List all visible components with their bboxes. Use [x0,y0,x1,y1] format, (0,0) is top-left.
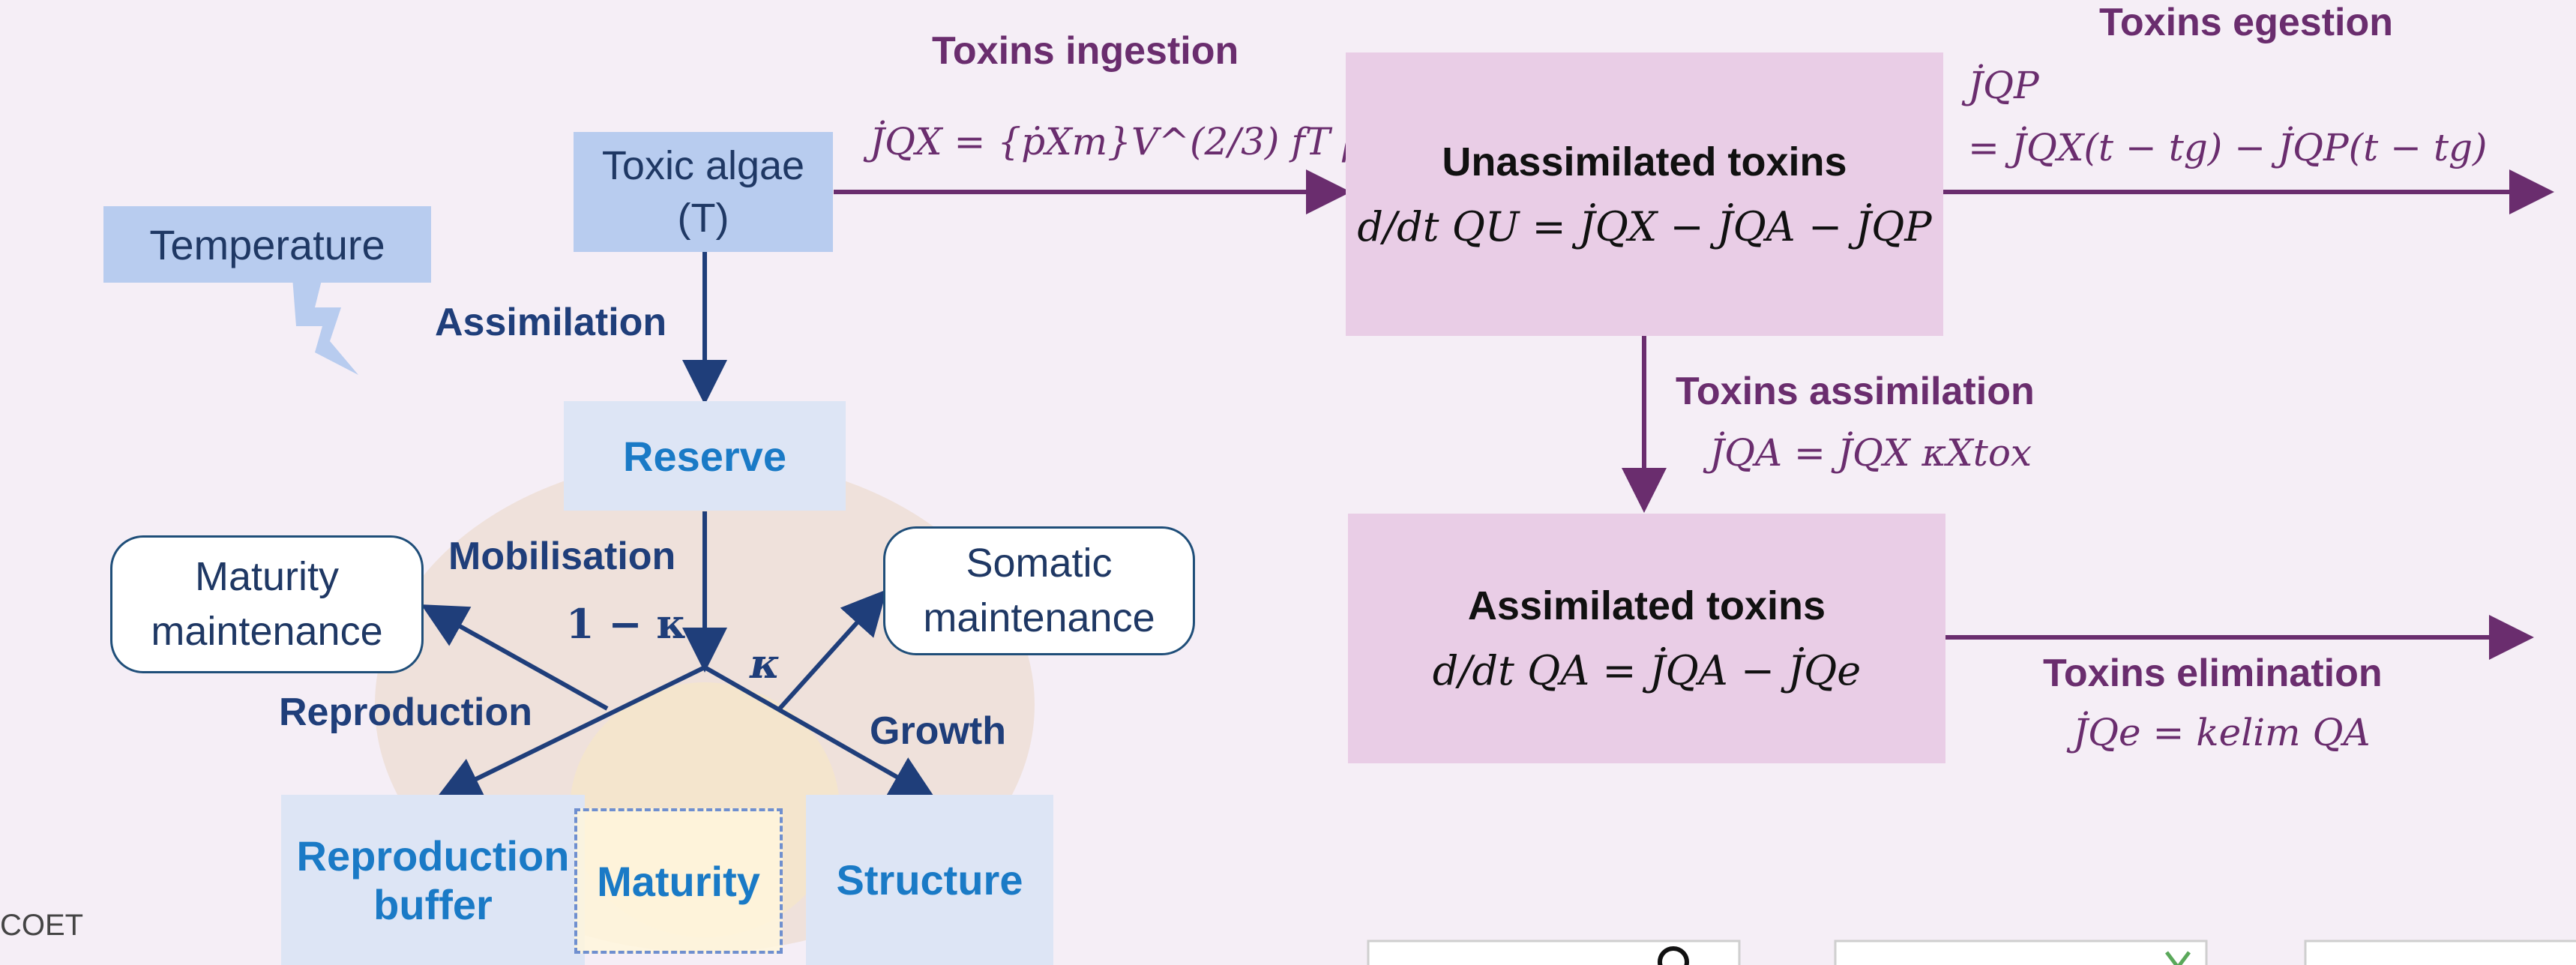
mobilisation-label: Mobilisation [448,535,676,578]
structure-label: Structure [836,856,1023,904]
reproduction-buffer-line1: Reproduction [296,832,570,880]
somatic-maintenance-arrow [777,589,888,711]
maturity-maintenance-line1: Maturity [194,554,340,600]
toxins-ingestion-title: Toxins ingestion [932,29,1239,73]
toxins-assimilation-title: Toxins assimilation [1676,370,2035,413]
toxins-assimilation-equation: J̇QA = J̇QX κXtox [1709,431,2032,475]
somatic-maintenance-line2: maintenance [923,595,1155,640]
assimilation-label: Assimilation [435,301,667,344]
unassimilated-toxins-title: Unassimilated toxins [1442,139,1847,184]
assimilated-toxins-box: Assimilated toxins d/dt QA = J̇QA − J̇Qe [1348,514,1945,763]
unassimilated-toxins-box: Unassimilated toxins d/dt QU = J̇QX − J̇… [1346,52,1943,336]
lightning-bolt-icon [292,277,358,375]
bottom-panel-1-glyph [1658,946,1689,965]
toxins-elimination-equation: J̇Qe = kelim QA [2073,711,2371,754]
toxins-elimination-title: Toxins elimination [2043,652,2383,695]
bottom-panel-2-glyph [2165,951,2191,965]
reproduction-buffer-box: Reproduction buffer [281,795,585,965]
toxic-algae-box: Toxic algae (T) [574,132,833,252]
toxins-egestion-title: Toxins egestion [2099,1,2393,44]
growth-arrow [703,665,936,799]
bottom-panel-1 [1367,940,1741,965]
structure-box: Structure [806,795,1053,965]
toxins-egestion-equation-1: J̇QP [1968,64,2039,107]
growth-label: Growth [870,709,1006,753]
bottom-panel-3 [2304,940,2576,965]
reproduction-label: Reproduction [279,691,532,734]
reproduction-arrow [436,665,706,799]
bottom-panel-2 [1834,940,2208,965]
temperature-box: Temperature [103,206,431,283]
toxic-algae-label: Toxic algae [601,142,805,188]
assimilated-toxins-title: Assimilated toxins [1467,583,1826,628]
maturity-label: Maturity [597,857,760,905]
reserve-label: Reserve [623,432,786,480]
somatic-maintenance-line1: Somatic [966,541,1113,586]
one-minus-kappa-label: 1 − κ [566,600,687,648]
maturity-maintenance-box: Maturity maintenance [110,535,424,673]
maturity-maintenance-arrow [421,604,609,711]
toxins-ingestion-equation: J̇QX = {ṗXm}V^(2/3) fT ρtox [870,120,1423,163]
assimilated-toxins-equation: d/dt QA = J̇QA − J̇Qe [1432,647,1862,694]
kappa-label: κ [750,640,780,688]
reserve-box: Reserve [564,401,846,511]
temperature-label: Temperature [149,220,385,268]
maturity-box: Maturity [574,808,783,954]
maturity-maintenance-line2: maintenance [151,609,383,654]
unassimilated-toxins-equation: d/dt QU = J̇QX − J̇QA − J̇QP [1357,202,1932,250]
reproduction-buffer-line2: buffer [373,880,493,928]
logo-fragment: COET [0,909,84,942]
toxins-egestion-equation-2: = J̇QX(t − tg) − J̇QP(t − tg) [1968,126,2488,169]
somatic-maintenance-box: Somatic maintenance [883,526,1195,655]
toxic-algae-symbol: (T) [677,196,729,241]
